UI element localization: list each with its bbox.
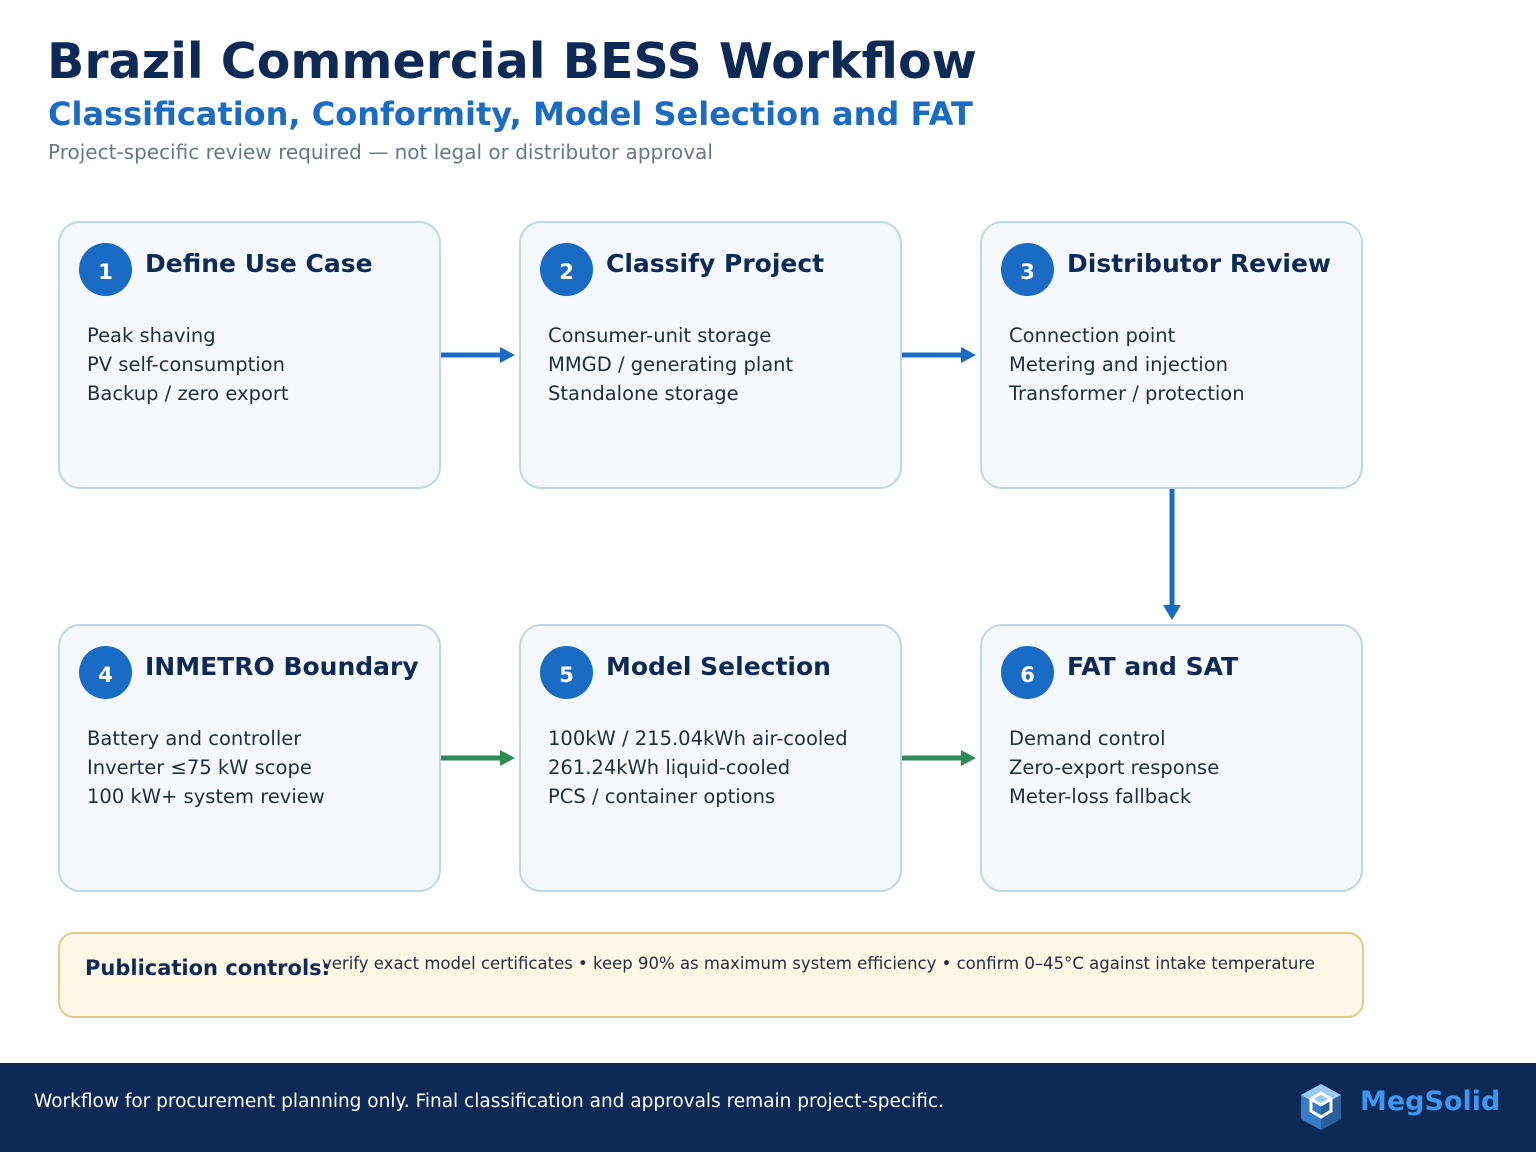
step-number-badge: 1 xyxy=(79,243,132,296)
step-title: FAT and SAT xyxy=(1067,652,1239,681)
step-item: Consumer-unit storage xyxy=(548,324,772,347)
arrow-5-to-6 xyxy=(902,750,976,766)
step-item: Inverter ≤75 kW scope xyxy=(87,756,312,779)
step-card-distributor-review: 3 Distributor Review Connection point Me… xyxy=(980,221,1363,489)
arrow-3-to-6 xyxy=(1163,489,1181,620)
step-card-fat-and-sat: 6 FAT and SAT Demand control Zero-export… xyxy=(980,624,1363,892)
step-number-badge: 2 xyxy=(540,243,593,296)
publication-controls-label: Publication controls: xyxy=(85,956,331,980)
step-title: Model Selection xyxy=(606,652,831,681)
step-items: Peak shaving PV self-consumption Backup … xyxy=(87,321,289,408)
step-card-define-use-case: 1 Define Use Case Peak shaving PV self-c… xyxy=(58,221,441,489)
step-item: Standalone storage xyxy=(548,382,739,405)
step-item: 100 kW+ system review xyxy=(87,785,325,808)
arrow-2-to-3 xyxy=(902,347,976,363)
step-card-classify-project: 2 Classify Project Consumer-unit storage… xyxy=(519,221,902,489)
step-number-badge: 6 xyxy=(1001,646,1054,699)
step-item: Metering and injection xyxy=(1009,353,1228,376)
step-title: Distributor Review xyxy=(1067,249,1332,278)
footer-text: Workflow for procurement planning only. … xyxy=(34,1091,944,1112)
step-number-badge: 5 xyxy=(540,646,593,699)
step-number-badge: 4 xyxy=(79,646,132,699)
step-title: INMETRO Boundary xyxy=(145,652,419,681)
page-title: Brazil Commercial BESS Workflow xyxy=(47,33,977,90)
step-item: Meter-loss fallback xyxy=(1009,785,1192,808)
step-item: MMGD / generating plant xyxy=(548,353,794,376)
step-item: Backup / zero export xyxy=(87,382,289,405)
step-item: PV self-consumption xyxy=(87,353,285,376)
step-item: Zero-export response xyxy=(1009,756,1220,779)
step-items: Battery and controller Inverter ≤75 kW s… xyxy=(87,724,325,811)
step-card-inmetro-boundary: 4 INMETRO Boundary Battery and controlle… xyxy=(58,624,441,892)
step-item: Connection point xyxy=(1009,324,1176,347)
publication-controls-box: verify exact model certificates • keep 9… xyxy=(58,932,1364,1018)
step-item: Peak shaving xyxy=(87,324,216,347)
step-items: 100kW / 215.04kWh air-cooled 261.24kWh l… xyxy=(548,724,848,811)
footer-bar: Workflow for procurement planning only. … xyxy=(0,1063,1536,1152)
step-item: 261.24kWh liquid-cooled xyxy=(548,756,791,779)
arrow-1-to-2 xyxy=(441,347,515,363)
step-item: Transformer / protection xyxy=(1009,382,1245,405)
step-title: Classify Project xyxy=(606,249,825,278)
step-items: Demand control Zero-export response Mete… xyxy=(1009,724,1219,811)
step-card-model-selection: 5 Model Selection 100kW / 215.04kWh air-… xyxy=(519,624,902,892)
cube-logo-icon xyxy=(1301,1084,1341,1130)
brand-name: MegSolid xyxy=(1360,1086,1501,1117)
step-item: Demand control xyxy=(1009,727,1166,750)
step-number-badge: 3 xyxy=(1001,243,1054,296)
page-subtitle: Classification, Conformity, Model Select… xyxy=(48,95,973,133)
step-item: PCS / container options xyxy=(548,785,776,808)
step-items: Connection point Metering and injection … xyxy=(1009,321,1245,408)
publication-controls-text: verify exact model certificates • keep 9… xyxy=(322,954,1315,973)
step-item: 100kW / 215.04kWh air-cooled xyxy=(548,727,848,750)
step-title: Define Use Case xyxy=(145,249,373,278)
step-items: Consumer-unit storage MMGD / generating … xyxy=(548,321,793,408)
disclaimer-note: Project-specific review required — not l… xyxy=(48,140,713,164)
arrow-4-to-5 xyxy=(441,750,515,766)
step-item: Battery and controller xyxy=(87,727,302,750)
